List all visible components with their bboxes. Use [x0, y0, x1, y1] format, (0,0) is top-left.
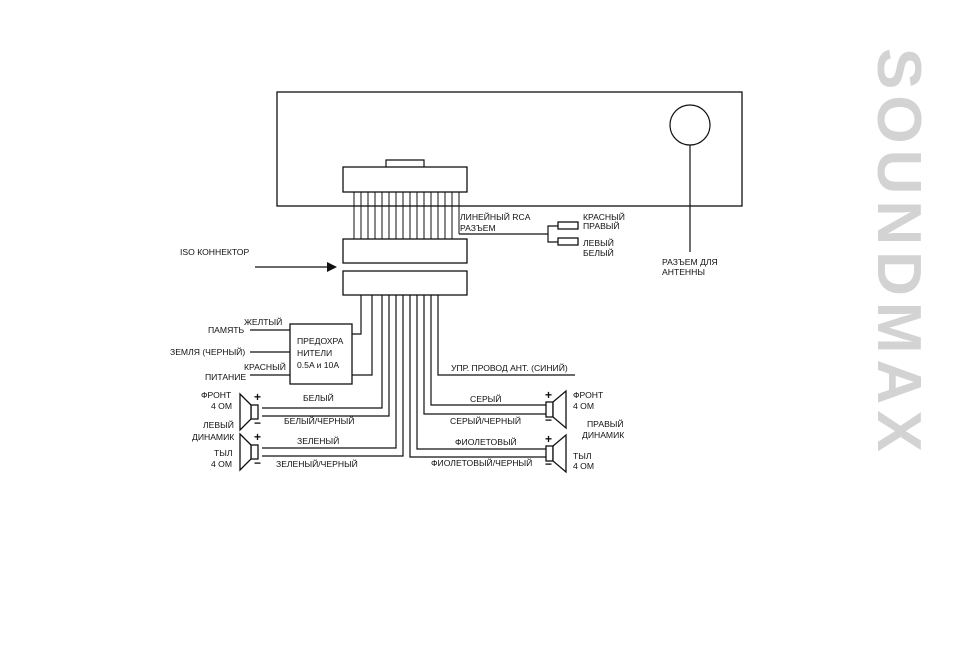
white-wire-label: БЕЛЫЙ — [303, 392, 334, 403]
right-wires — [409, 295, 575, 458]
front-left-label-2: 4 ОМ — [211, 401, 232, 411]
antenna-label-2: АНТЕННЫ — [662, 267, 705, 277]
iso-connector-bottom — [342, 270, 468, 296]
right-speaker-label-1: ПРАВЫЙ — [587, 418, 624, 429]
ground-label: ЗЕМЛЯ (ЧЕРНЫЙ) — [170, 346, 245, 357]
minus-rear-left: − — [254, 456, 261, 470]
unit-connector — [342, 159, 468, 193]
iso-arrow — [255, 262, 337, 272]
plus-front-right: + — [545, 388, 552, 402]
front-left-label-1: ФРОНТ — [201, 390, 232, 400]
rca-right-label-1: КРАСНЫЙ — [583, 211, 625, 222]
rear-right-label-2: 4 ОМ — [573, 461, 594, 471]
gray-black-wire-label: СЕРЫЙ/ЧЕРНЫЙ — [450, 415, 521, 426]
antenna-label-1: РАЗЪЕМ ДЛЯ — [662, 257, 718, 267]
fuse-label-2: НИТЕЛИ — [297, 348, 332, 358]
connector-wire-bundle — [353, 192, 460, 239]
antenna-control-label: УПР. ПРОВОД АНТ. (СИНИЙ) — [451, 362, 568, 373]
iso-connector-top — [342, 238, 468, 264]
rca-cables — [459, 221, 579, 246]
front-right-label-2: 4 ОМ — [573, 401, 594, 411]
plus-rear-right: + — [545, 432, 552, 446]
minus-front-left: − — [254, 416, 261, 430]
green-wire-label: ЗЕЛЕНЫЙ — [297, 435, 339, 446]
line-rca-label-2: РАЗЪЕМ — [460, 223, 496, 233]
plus-rear-left: + — [254, 430, 261, 444]
front-right-label-1: ФРОНТ — [573, 390, 604, 400]
minus-front-right: − — [545, 413, 552, 427]
rca-left-label-1: ЛЕВЫЙ — [583, 237, 614, 248]
speaker-front-right — [545, 389, 567, 430]
rca-right-label-2: ПРАВЫЙ — [583, 220, 620, 231]
fuse-box — [289, 323, 353, 385]
rca-left-label-2: БЕЛЫЙ — [583, 247, 614, 258]
white-black-wire-label: БЕЛЫЙ/ЧЕРНЫЙ — [284, 415, 354, 426]
iso-connector-label: ISO КОННЕКТОР — [180, 247, 249, 257]
rca-left-plug — [557, 237, 579, 246]
speaker-front-left — [239, 392, 259, 432]
fuse-label-3: 0.5A и 10A — [297, 360, 339, 370]
memory-label: ПАМЯТЬ — [208, 325, 245, 335]
violet-black-wire-label: ФИОЛЕТОВЫЙ/ЧЕРНЫЙ — [431, 457, 532, 468]
left-wires — [250, 295, 404, 457]
green-black-wire-label: ЗЕЛЕНЫЙ/ЧЕРНЫЙ — [276, 458, 358, 469]
minus-rear-right: − — [545, 457, 552, 471]
gray-wire-label: СЕРЫЙ — [470, 393, 501, 404]
fuse-label-1: ПРЕДОХРА — [297, 336, 344, 346]
line-rca-label-1: ЛИНЕЙНЫЙ RCA — [460, 211, 531, 222]
rear-left-label-2: 4 ОМ — [211, 459, 232, 469]
speaker-rear-right — [545, 433, 567, 474]
left-speaker-label-2: ДИНАМИК — [192, 432, 234, 442]
rca-right-plug — [557, 221, 579, 230]
yellow-wire-label: ЖЕЛТЫЙ — [244, 316, 282, 327]
right-speaker-label-2: ДИНАМИК — [582, 430, 624, 440]
violet-wire-label: ФИОЛЕТОВЫЙ — [455, 436, 517, 447]
plus-front-left: + — [254, 390, 261, 404]
rear-left-label-1: ТЫЛ — [214, 448, 233, 458]
rear-right-label-1: ТЫЛ — [573, 451, 592, 461]
left-speaker-label-1: ЛЕВЫЙ — [203, 419, 234, 430]
speaker-rear-left — [239, 432, 259, 472]
red-wire-label: КРАСНЫЙ — [244, 361, 286, 372]
power-label: ПИТАНИЕ — [205, 372, 246, 382]
brand-logo: SOUNDMAX — [864, 48, 933, 458]
